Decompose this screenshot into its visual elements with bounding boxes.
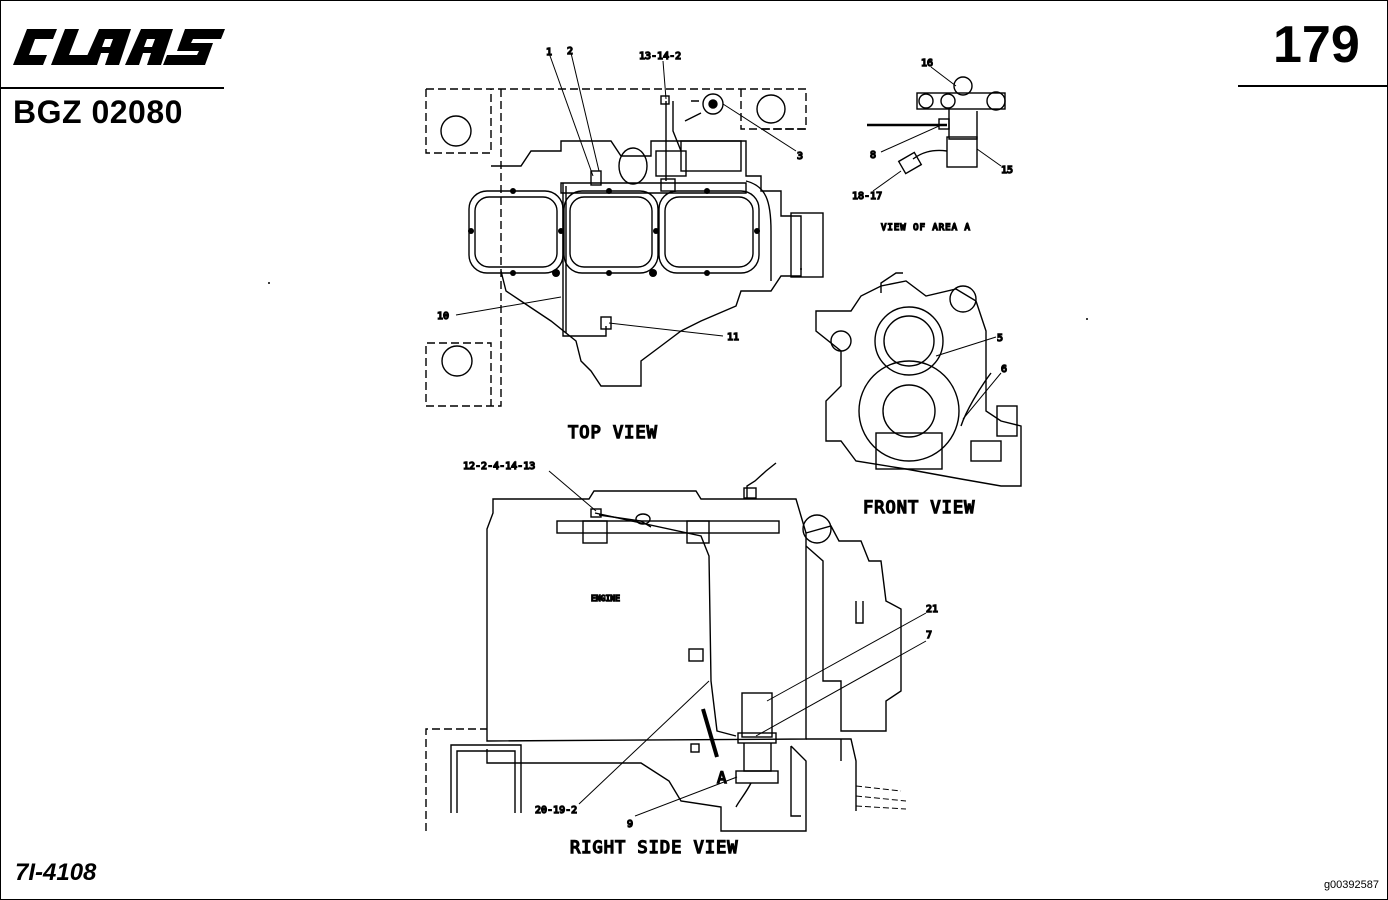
- callout-11: 11: [727, 332, 739, 343]
- front-view-drawing: 5 6 FRONT VIEW: [815, 272, 1022, 519]
- page-number-rule: [1238, 85, 1387, 87]
- header-rule: [1, 87, 224, 89]
- callout-18-17: 18-17: [852, 191, 882, 202]
- callout-6: 6: [1001, 364, 1007, 375]
- right-side-view-drawing: A ENGINE 12-2-4-14-13 21 7: [425, 460, 939, 859]
- area-a-marker: A: [717, 768, 727, 787]
- callout-10: 10: [437, 311, 449, 322]
- engine-label: ENGINE: [591, 594, 620, 603]
- callout-16: 16: [921, 58, 933, 69]
- callout-3: 3: [797, 151, 803, 162]
- callout-7: 7: [926, 630, 932, 641]
- claas-logo: [13, 29, 225, 65]
- callout-15: 15: [1001, 165, 1013, 176]
- callout-21: 21: [926, 604, 938, 615]
- callout-9: 9: [627, 819, 633, 830]
- page-number: 179: [1273, 16, 1360, 74]
- callout-8: 8: [870, 150, 876, 161]
- front-view-title: FRONT VIEW: [863, 498, 975, 518]
- callout-12-2-4-14-13: 12-2-4-14-13: [463, 461, 535, 472]
- callout-20-19-2: 20-19-2: [535, 805, 577, 816]
- document-code: BGZ 02080: [13, 94, 183, 130]
- area-a-detail: 16 8 15 18-17 VIEW OF AREA A: [851, 57, 1013, 233]
- image-id: g00392587: [1323, 879, 1379, 891]
- area-a-caption: VIEW OF AREA A: [881, 223, 971, 233]
- right-side-view-title: RIGHT SIDE VIEW: [570, 838, 739, 858]
- callout-1: 1: [546, 47, 552, 58]
- callout-13-14-2: 13-14-2: [639, 51, 681, 62]
- top-view-title: TOP VIEW: [568, 423, 658, 443]
- callout-2: 2: [567, 46, 573, 57]
- top-view-drawing: 1 2 13-14-2 3 10 11 TOP VIEW: [425, 45, 824, 444]
- callout-5: 5: [997, 333, 1003, 344]
- footer-code: 7I-4108: [15, 859, 97, 886]
